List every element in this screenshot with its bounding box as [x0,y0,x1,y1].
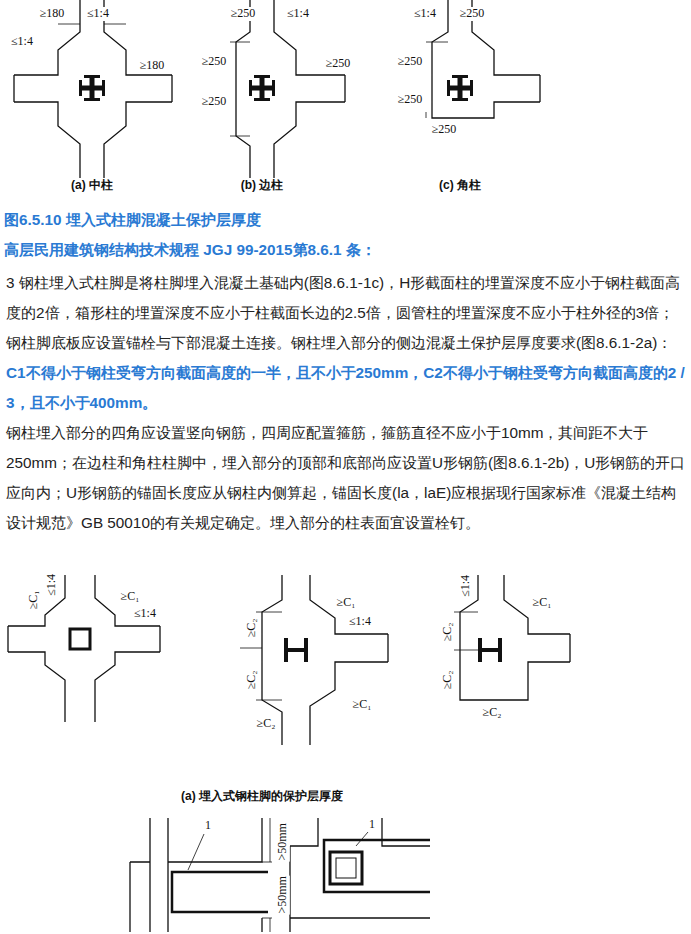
subfigure-caption: (c) 角柱 [438,179,482,193]
dimension-label: ≥250 [459,7,486,21]
cover-label: ≥C₂ [245,670,259,691]
dimension-label: ≥250 [397,55,424,69]
callout-number: 1 [368,818,376,832]
cover-label: ≥C₂ [441,670,455,691]
subfigure-caption: (a) 中柱 [70,179,114,193]
dimension-label: ≥250 [431,123,458,137]
slope-label: ≤1:4 [45,573,59,597]
slope-label: ≤1:4 [459,574,473,598]
slope-label: ≤1:4 [348,615,372,629]
dimension-label: ≥250 [325,57,352,71]
dimension-label: >50mm [276,875,290,914]
body-text: 3 钢柱埋入式柱脚是将柱脚埋入混凝土基础内(图8.6.1-1c)，H形截面柱的埋… [6,274,680,351]
paragraph: 3 钢柱埋入式柱脚是将柱脚埋入混凝土基础内(图8.6.1-1c)，H形截面柱的埋… [6,268,686,418]
body-text-block: 3 钢柱埋入式柱脚是将柱脚埋入混凝土基础内(图8.6.1-1c)，H形截面柱的埋… [6,268,686,538]
subfigure-caption: (b) 边柱 [240,179,285,193]
figure-caption: 图6.5.10 埋入式柱脚混凝土保护层厚度 [4,211,261,229]
cover-label: ≥C₁ [532,596,553,610]
slope-label: ≤1:4 [10,35,34,49]
cover-label: ≥C₂ [245,618,259,639]
dimension-label: ≥180 [39,7,66,21]
cover-label: ≥C₁ [352,698,373,712]
dimension-label: ≥180 [139,59,166,73]
cover-label: ≥C₁ [120,590,141,604]
paragraph: 钢柱埋入部分的四角应设置竖向钢筋，四周应配置箍筋，箍筋直径不应小于10mm，其间… [6,418,686,538]
dimension-label: ≥250 [201,55,228,69]
section-heading: 高层民用建筑钢结构技术规程 JGJ 99-2015第8.6.1 条： [4,241,376,259]
dimension-label: ≥250 [230,7,257,21]
slope-label: ≤1:4 [413,7,437,21]
dimension-label: ≥250 [397,93,424,107]
cover-label: ≥C₁ [27,590,41,611]
dimension-label: ≥250 [201,95,228,109]
cover-label: ≥C₂ [482,706,503,720]
cover-label: ≥C₁ [336,596,357,610]
callout-number: 1 [204,819,212,833]
slope-label: ≤1:4 [86,7,110,21]
dimension-label: >50mm [276,822,290,861]
figure-caption: (a) 埋入式钢柱脚的保护层厚度 [180,790,344,804]
slope-label: ≤1:4 [133,607,157,621]
slope-label: ≤1:4 [286,7,310,21]
body-text: 钢柱埋入部分的四角应设置竖向钢筋，四周应配置箍筋，箍筋直径不应小于10mm，其间… [6,424,685,531]
highlighted-text: C1不得小于钢柱受弯方向截面高度的一半，且不小于250mm，C2不得小于钢柱受弯… [6,364,685,411]
cover-label: ≥C₂ [256,717,277,731]
cover-label: ≥C₂ [441,622,455,643]
